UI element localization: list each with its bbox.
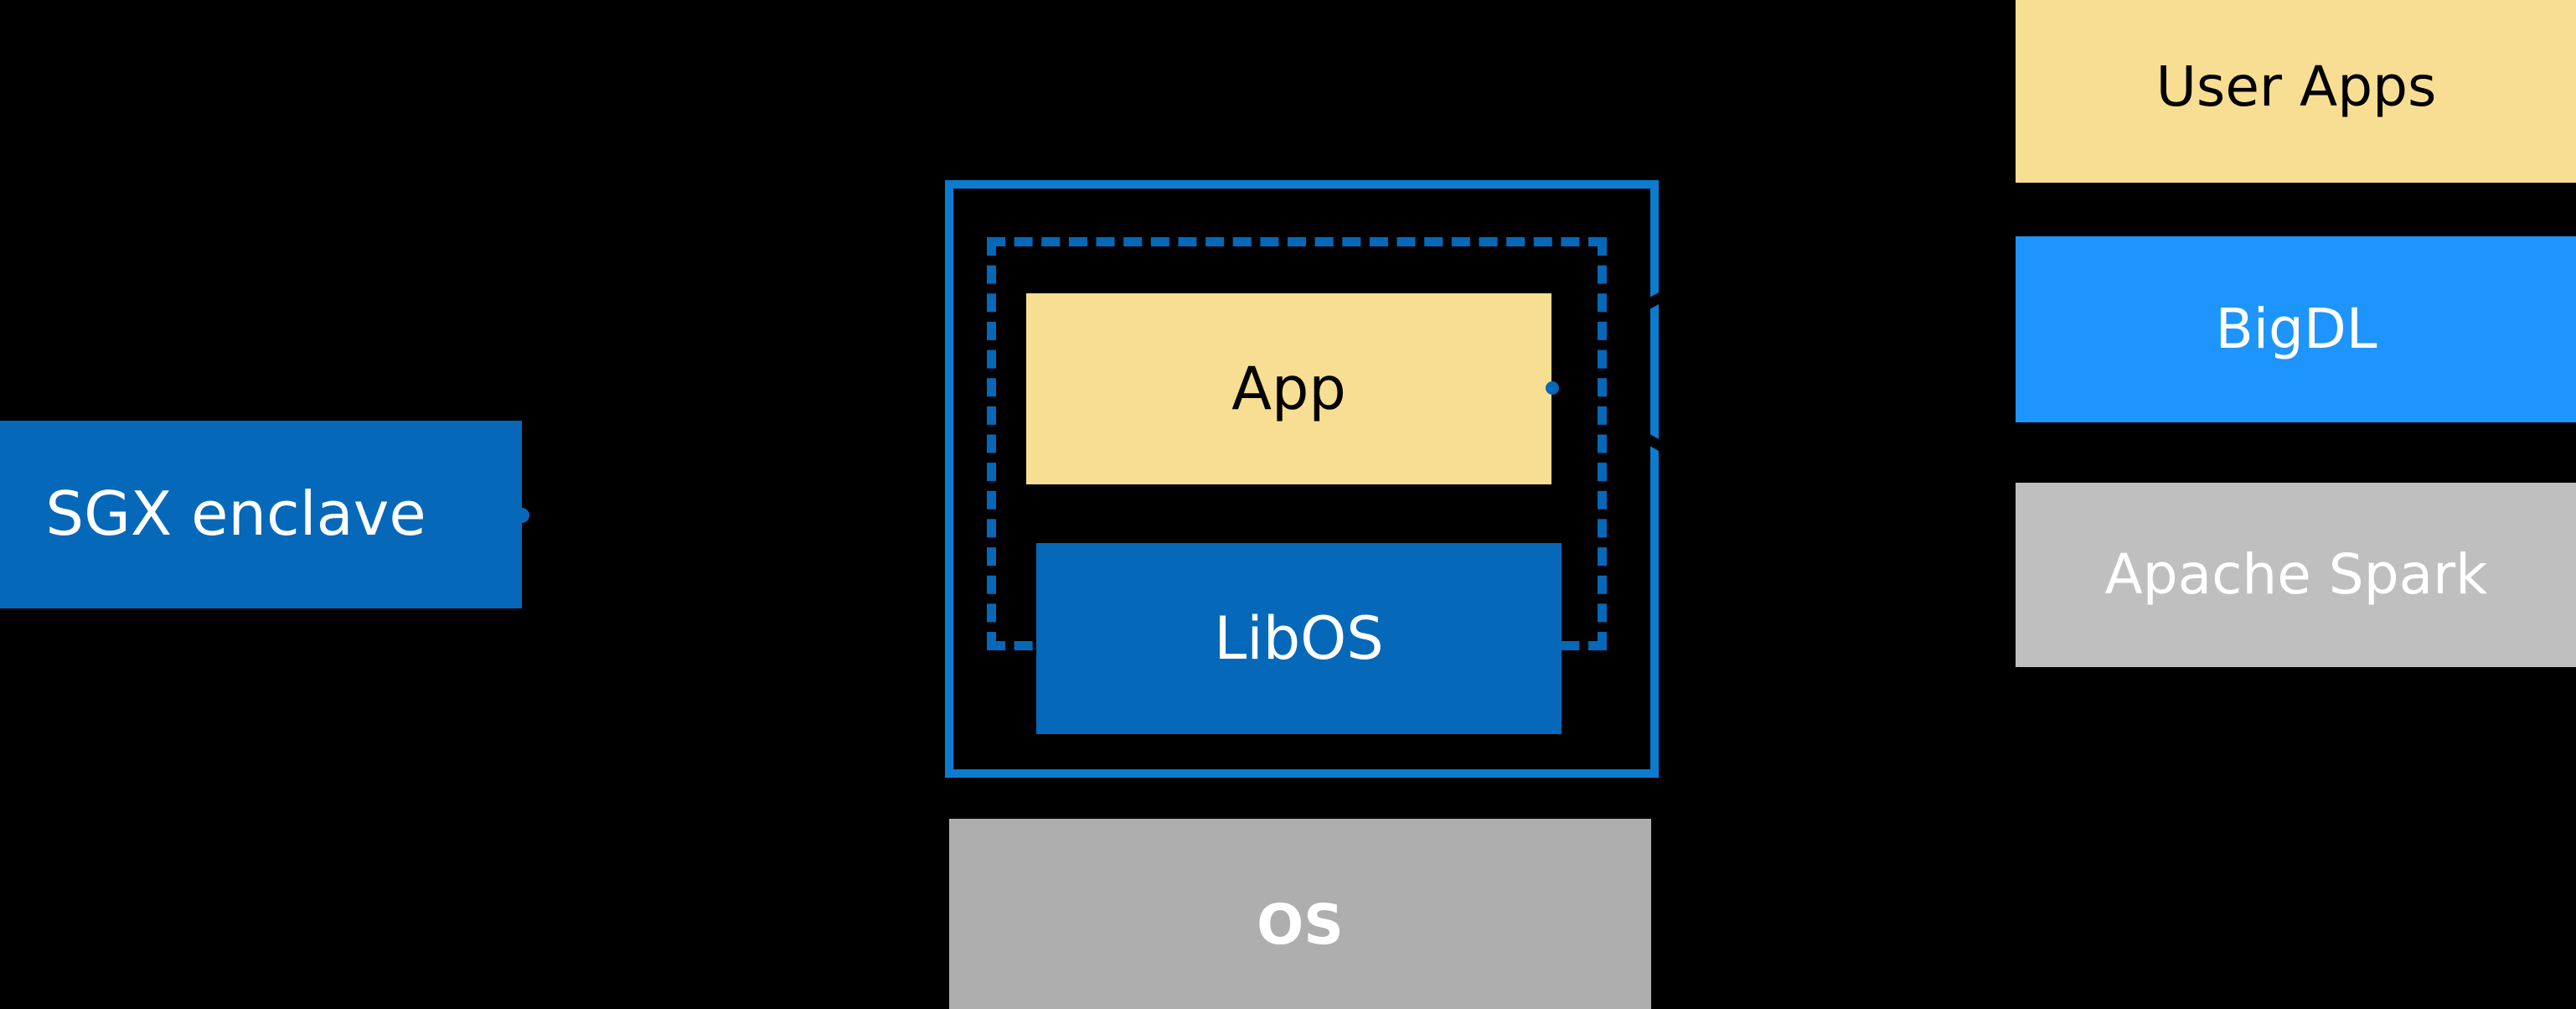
os-box[interactable]: OS (949, 819, 1651, 1009)
app-box[interactable]: App (1026, 293, 1551, 484)
apache-spark-label: Apache Spark (2104, 541, 2488, 607)
user-apps-label: User Apps (2155, 54, 2437, 119)
sgx-enclave-box[interactable]: SGX enclave (0, 421, 522, 608)
app-label: App (1231, 354, 1346, 423)
apache-spark-box[interactable]: Apache Spark (2016, 483, 2576, 667)
libos-label: LibOS (1214, 603, 1384, 673)
app-connector-dot-icon (1546, 381, 1559, 395)
sgx-enclave-label: SGX enclave (45, 479, 426, 550)
sgx-connector-dot-icon (514, 508, 529, 523)
bigdl-label: BigDL (2215, 296, 2377, 361)
user-apps-box[interactable]: User Apps (2016, 0, 2576, 183)
os-label: OS (1257, 893, 1344, 958)
libos-box[interactable]: LibOS (1036, 543, 1562, 734)
bigdl-box[interactable]: BigDL (2016, 236, 2576, 422)
enclave-outer-frame (945, 180, 1659, 778)
